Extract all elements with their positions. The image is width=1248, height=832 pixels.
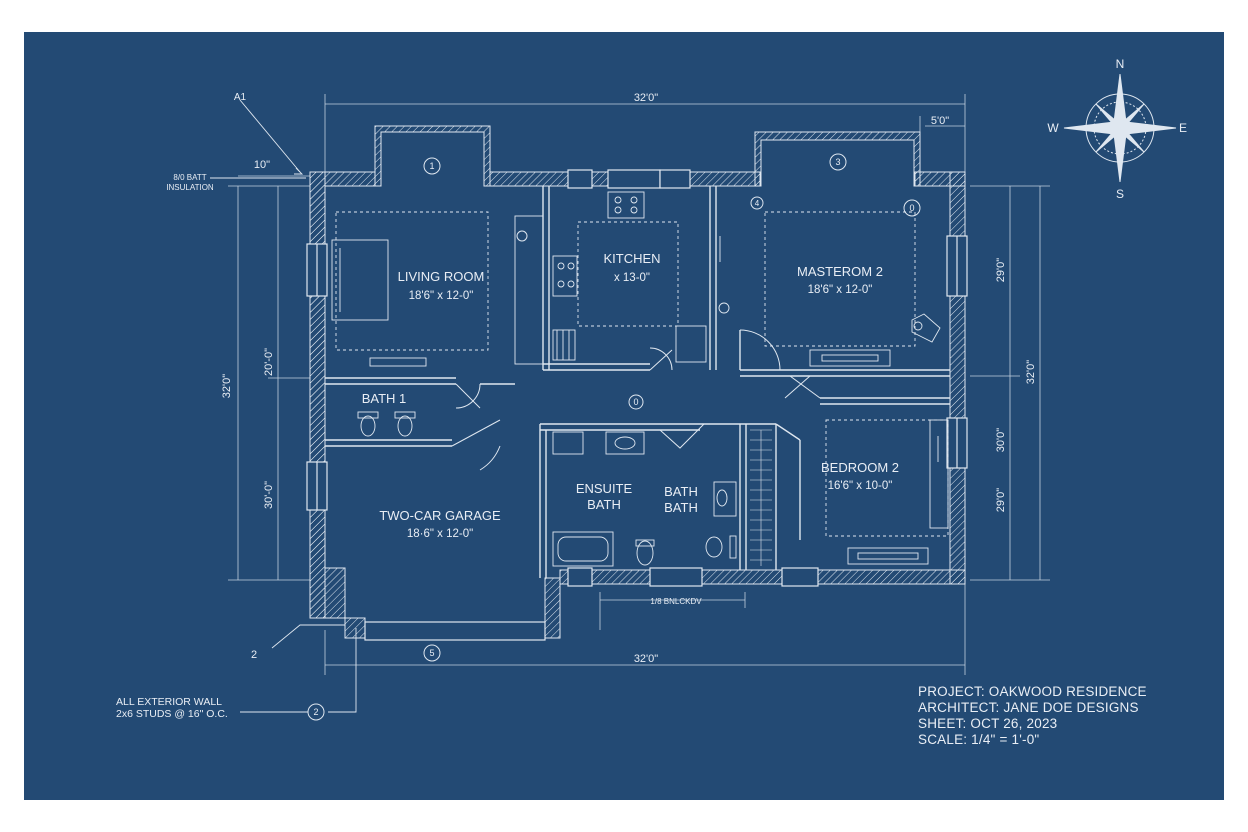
callout-labels: A1 8/0 BATT INSULATION 1 3 0 4 0 5 2 2 <box>166 92 914 717</box>
dim-top: 32'0" <box>634 92 658 104</box>
bath-line2: BATH <box>664 500 698 515</box>
dim-top-right: 5'0" <box>931 115 949 127</box>
fixtures <box>331 191 949 567</box>
callout-circles <box>307 153 921 721</box>
callout-circle-7: 5 <box>429 648 434 658</box>
dim-left-low: 30'-0" <box>263 481 275 509</box>
room-labels: LIVING ROOM 18'6" x 12-0" KITCHEN x 13-0… <box>362 251 899 540</box>
dim-bottom: 32'0" <box>634 653 658 665</box>
callout-circle-6: 0 <box>633 397 638 407</box>
callout-circle-3: 0 <box>909 203 914 213</box>
ensuite-line1: ENSUITE <box>576 481 633 496</box>
interior-walls <box>325 186 950 578</box>
dim-left-total: 32'0" <box>221 374 233 398</box>
callout-circle-4: 4 <box>755 199 760 208</box>
compass-w: W <box>1047 121 1059 135</box>
bedroom2-name: BEDROOM 2 <box>821 460 899 475</box>
insulation-line2: INSULATION <box>166 183 214 192</box>
wall-note-line1: ALL EXTERIOR WALL <box>116 696 223 708</box>
ensuite-line2: BATH <box>587 497 621 512</box>
bath1-name: BATH 1 <box>362 391 407 406</box>
title-architect: ARCHITECT: JANE DOE DESIGNS <box>918 700 1139 715</box>
wall-note: ALL EXTERIOR WALL 2x6 STUDS @ 16" O.C. <box>116 696 228 720</box>
doors <box>451 329 821 471</box>
living-room-name: LIVING ROOM <box>398 269 485 284</box>
title-block: PROJECT: OAKWOOD RESIDENCE ARCHITECT: JA… <box>918 684 1147 748</box>
callout-top-left: A1 <box>234 92 247 103</box>
callout-circle-2: 3 <box>835 157 840 167</box>
compass-rose <box>1063 73 1177 183</box>
master-dim: 18'6" x 12-0" <box>808 284 873 296</box>
garage-name: TWO-CAR GARAGE <box>379 508 501 523</box>
dim-right-total: 32'0" <box>1025 360 1037 384</box>
dim-top-left: 10" <box>254 159 270 171</box>
compass-n: N <box>1116 57 1125 71</box>
callout-circle-1: 1 <box>429 161 434 171</box>
bath-line1: BATH <box>664 484 698 499</box>
title-project: PROJECT: OAKWOOD RESIDENCE <box>918 684 1147 699</box>
title-scale: SCALE: 1/4" = 1'-0" <box>918 732 1040 747</box>
insulation-line1: 8/0 BATT <box>173 173 206 182</box>
blueprint-sheet <box>24 32 1224 800</box>
callout-circle-8: 2 <box>313 707 318 717</box>
dim-right-low: 29'0" <box>995 488 1007 512</box>
dim-left-mid: 20'-0" <box>263 348 275 376</box>
wall-note-line2: 2x6 STUDS @ 16" O.C. <box>116 708 228 720</box>
dimension-lines <box>228 94 1050 675</box>
compass-s: S <box>1116 187 1124 201</box>
windows <box>306 169 968 641</box>
master-name: MASTEROM 2 <box>797 264 883 279</box>
compass-letters: N S E W <box>1047 57 1187 201</box>
title-sheet: SHEET: OCT 26, 2023 <box>918 716 1058 731</box>
dimension-labels: 32'0" 32'0" 5'0" 10" 32'0" 20'-0" 30'-0"… <box>221 92 1037 665</box>
kitchen-dim: x 13-0" <box>614 272 650 284</box>
dim-right-mid: 30'0" <box>995 428 1007 452</box>
bedroom2-dim: 16'6" x 10-0" <box>828 480 893 492</box>
dim-right-upper: 29'0" <box>995 258 1007 282</box>
compass-e: E <box>1179 121 1187 135</box>
garage-dim: 18·6" x 12-0" <box>407 528 473 540</box>
leaders <box>210 99 357 713</box>
callout-leader-2: 2 <box>251 649 257 661</box>
dim-inside-bottom: 1/8 BNLCKDV <box>650 597 702 606</box>
kitchen-name: KITCHEN <box>603 251 660 266</box>
living-room-dim: 18'6" x 12-0" <box>409 290 474 302</box>
exterior-walls <box>309 125 966 639</box>
